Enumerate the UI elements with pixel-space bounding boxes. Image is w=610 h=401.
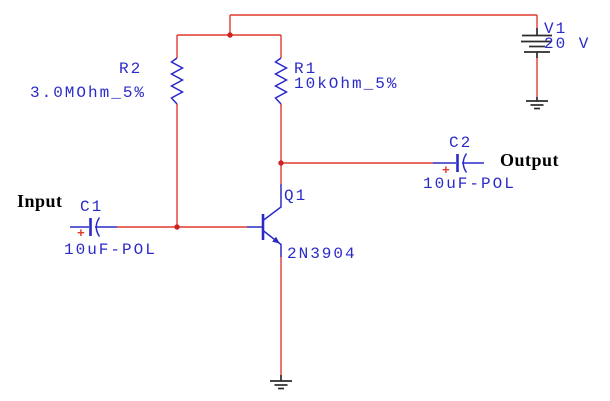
junction-dot-vcc <box>227 32 233 38</box>
q1-ref-label[interactable]: Q1 <box>284 187 308 205</box>
input-annotation[interactable]: Input <box>17 191 63 211</box>
q1-value-label[interactable]: 2N3904 <box>287 245 357 263</box>
capacitor-c1-symbol[interactable] <box>70 217 117 237</box>
junction-dot-collector <box>278 160 284 166</box>
emitter-arrow-icon <box>272 236 280 244</box>
resistor-r1-symbol[interactable] <box>273 57 289 105</box>
resistor-r2-symbol[interactable] <box>169 57 185 105</box>
c1-polarity-plus: + <box>77 226 85 241</box>
ground-v1-icon[interactable] <box>526 97 548 110</box>
r2-ref-label[interactable]: R2 <box>119 60 143 78</box>
c2-value-label[interactable]: 10uF-POL <box>423 175 516 193</box>
junction-dot-base <box>174 224 180 230</box>
r1-value-label[interactable]: 10kOhm_5% <box>294 75 399 93</box>
output-annotation[interactable]: Output <box>500 150 560 170</box>
c1-ref-label[interactable]: C1 <box>80 198 104 216</box>
c2-ref-label[interactable]: C2 <box>449 134 473 152</box>
battery-v1-symbol[interactable] <box>521 28 552 58</box>
v1-value-label[interactable]: 20 V <box>544 35 591 53</box>
r1-ref-label[interactable]: R1 <box>294 60 318 78</box>
v1-ref-label[interactable]: V1 <box>544 20 568 38</box>
r2-value-label[interactable]: 3.0MOhm_5% <box>30 84 147 102</box>
c2-polarity-plus: + <box>442 163 450 178</box>
transistor-q1-symbol[interactable] <box>247 184 282 257</box>
ground-emitter-icon[interactable] <box>270 375 292 390</box>
capacitor-c2-symbol[interactable] <box>433 153 484 173</box>
c1-value-label[interactable]: 10uF-POL <box>64 241 157 259</box>
